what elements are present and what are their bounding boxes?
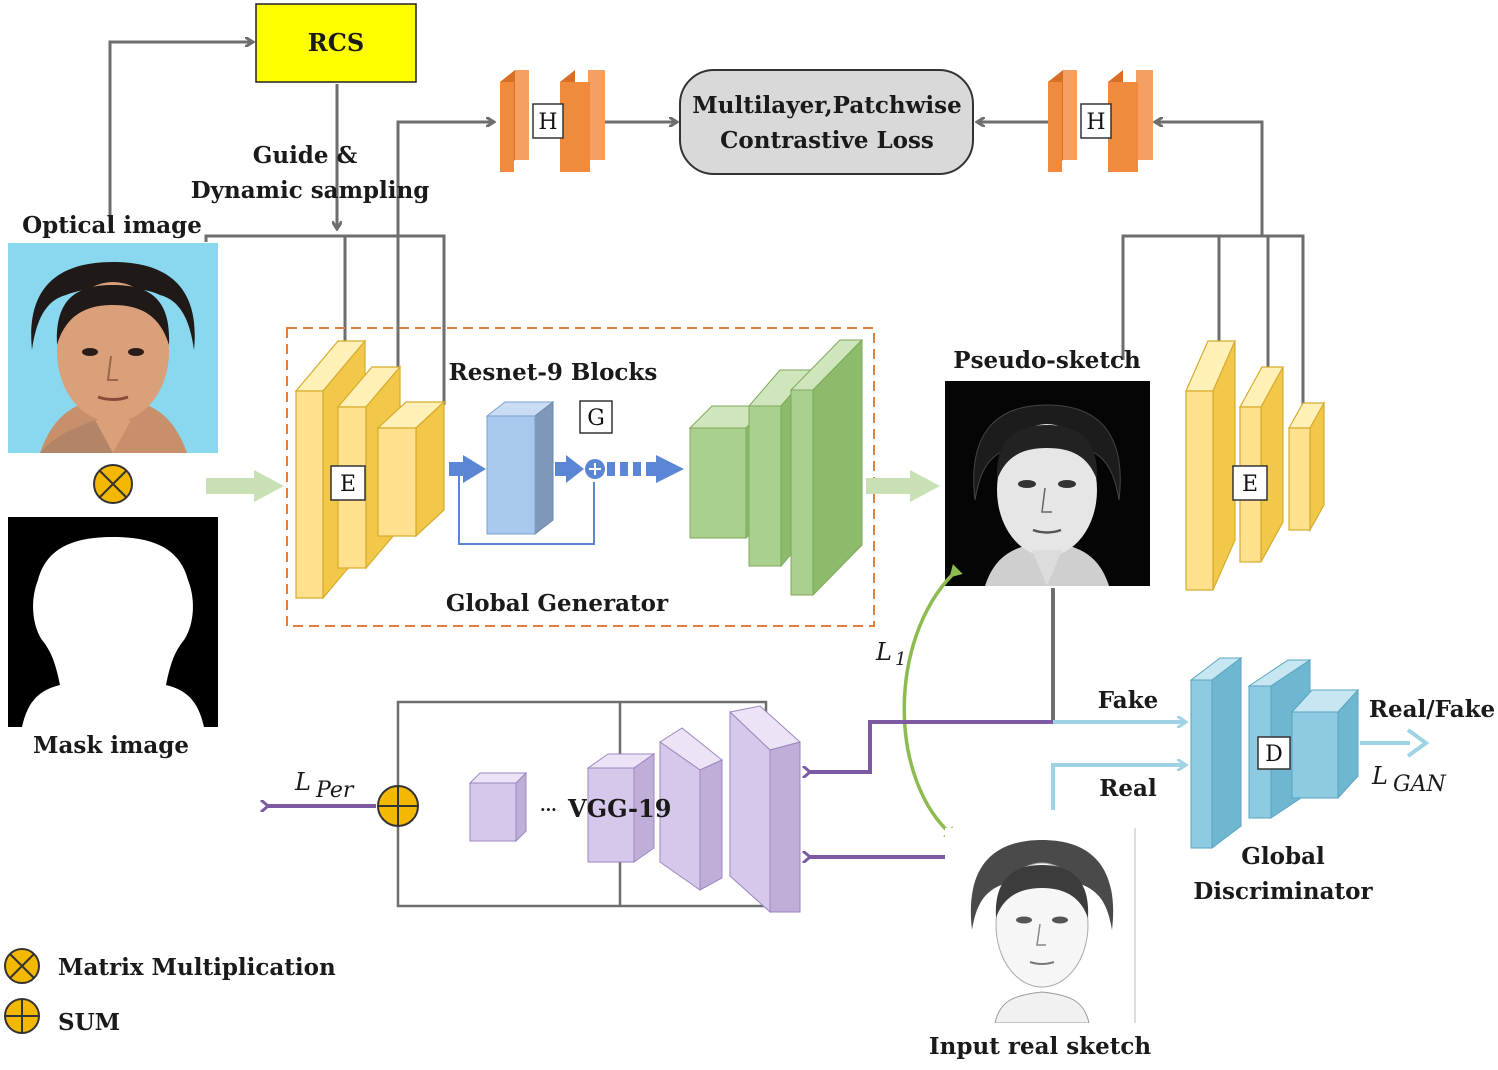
resnet-letter: G [587,406,605,431]
rcs-label: RCS [308,28,364,57]
real-sketch-label: Input real sketch [929,1033,1151,1060]
projection-head-left: H [500,70,605,172]
encoder-left-letter: E [340,472,356,497]
fake-label: Fake [1098,687,1159,714]
resnet-block [485,400,555,536]
pseudo-sketch-to-losses [808,588,1185,772]
legend-sum-label: SUM [58,1009,120,1036]
vgg-prefix: ··· [540,800,557,819]
resnet-label: Resnet-9 Blocks [449,359,658,386]
dynamic-sampling-label: Dynamic sampling [191,177,430,204]
projection-head-right-letter: H [1086,110,1105,135]
pseudo-sketch-image [945,381,1150,586]
residual-connection [449,455,684,545]
discriminator-letter: D [1265,742,1283,767]
discriminator-label-line1: Global [1241,843,1325,870]
lper-label-main: L [294,768,311,796]
generator-boundary [286,327,875,627]
mask-image [8,517,218,727]
pseudo-sketch-label: Pseudo-sketch [953,347,1141,374]
gray-connectors [108,42,1305,405]
lgan-label-main: L [1371,762,1388,790]
real-label: Real [1099,775,1157,802]
encoder-right-letter: E [1242,472,1258,497]
optical-image-label: Optical image [22,212,202,239]
contrastive-loss-line1: Multilayer,Patchwise [692,92,961,119]
mask-image-label: Mask image [33,732,189,759]
sum-operator [377,785,419,827]
legend-sum-icon [4,998,40,1034]
decoder [688,338,864,597]
contrastive-loss-block: Multilayer,Patchwise Contrastive Loss [679,69,974,175]
global-generator-label: Global Generator [446,590,669,617]
guide-label: Guide & [253,142,358,169]
input-arrow [206,470,284,502]
discriminator-output-arrow [1360,728,1430,758]
lper-label-sub: Per [315,778,355,803]
encoder-left: E [294,339,446,600]
global-discriminator: D [1189,656,1360,850]
encoder-right: E [1185,340,1326,591]
optical-image [8,243,218,453]
real-sketch-image [945,828,1145,1023]
projection-head-left-letter: H [538,110,557,135]
l1-arrow [902,564,963,840]
discriminator-label-line2: Discriminator [1193,878,1373,905]
l1-label-sub: 1 [895,649,906,670]
lgan-label-sub: GAN [1393,772,1446,797]
output-arrow [866,470,940,502]
legend: Matrix Multiplication SUM [4,948,336,1036]
rcs-block: RCS [255,3,417,83]
resnet-letter-box [579,400,613,434]
l1-label-main: L [875,638,892,666]
matrix-multiplication-operator [93,464,133,504]
vgg-network [468,705,802,914]
contrastive-loss-line2: Contrastive Loss [720,127,934,154]
real-fake-label: Real/Fake [1369,696,1495,723]
vgg-label: VGG-19 [567,794,671,823]
projection-head-right: H [1048,70,1153,172]
legend-matrix-icon [4,948,40,984]
legend-matrix-label: Matrix Multiplication [58,954,336,981]
real-sketch-to-losses [808,765,1185,857]
